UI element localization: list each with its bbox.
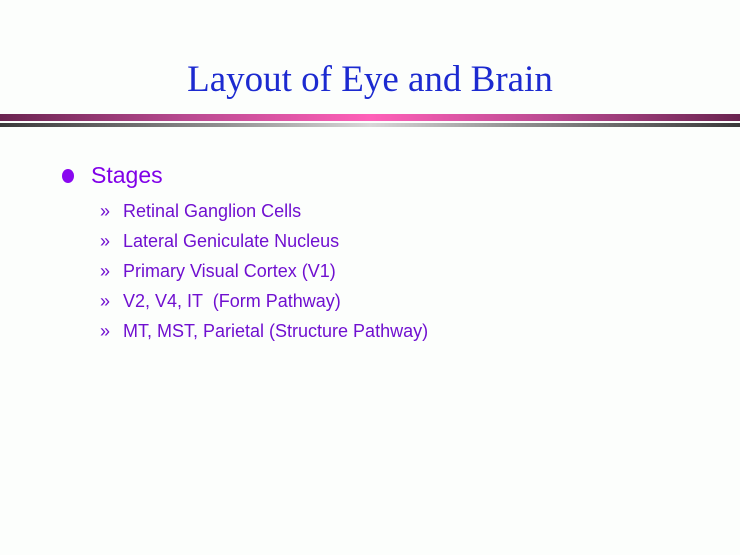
bullet-dot-icon [62, 168, 74, 183]
title-divider-pink [0, 114, 740, 121]
main-bullet: Stages [62, 162, 163, 189]
list-item-text: Retinal Ganglion Cells [123, 201, 302, 222]
main-bullet-text: Stages [91, 162, 163, 188]
raquo-icon: » [100, 201, 111, 222]
list-item: » MT, MST, Parietal (Structure Pathway) [100, 316, 428, 346]
list-item-text: V2, V4, IT (Form Pathway) [123, 290, 341, 311]
raquo-icon: » [100, 320, 111, 341]
list-item-text: Primary Visual Cortex (V1) [123, 260, 336, 281]
list-item: » V2, V4, IT (Form Pathway) [100, 286, 428, 316]
list-item-text: Lateral Geniculate Nucleus [123, 231, 340, 252]
list-item: » Lateral Geniculate Nucleus [100, 227, 428, 257]
slide-title: Layout of Eye and Brain [187, 59, 553, 100]
list-item: » Retinal Ganglion Cells [100, 197, 428, 227]
raquo-icon: » [100, 260, 111, 281]
title-divider-gray [0, 123, 740, 127]
list-item-text: MT, MST, Parietal (Structure Pathway) [123, 320, 429, 341]
list-item: » Primary Visual Cortex (V1) [100, 257, 428, 287]
raquo-icon: » [100, 290, 111, 311]
sub-bullet-list: » Retinal Ganglion Cells » Lateral Genicul… [100, 197, 428, 346]
raquo-icon: » [100, 231, 111, 252]
